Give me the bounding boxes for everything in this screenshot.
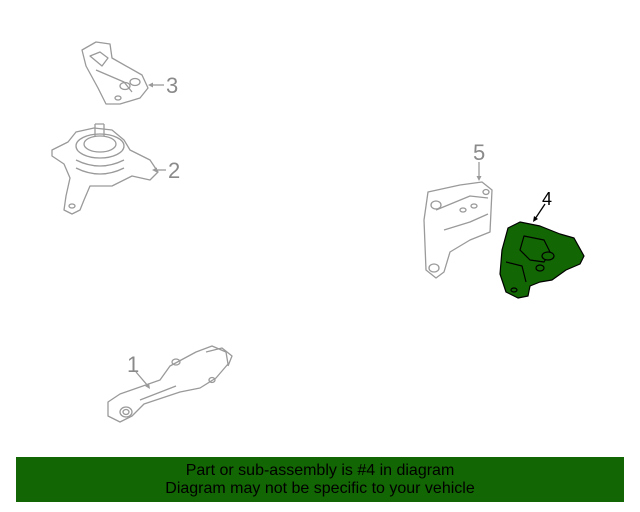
callout-3[interactable]: 3 (166, 73, 179, 98)
part-5-bracket[interactable] (423, 181, 493, 279)
arrow-icon (152, 167, 157, 173)
callout-5[interactable]: 5 (473, 140, 486, 165)
part-1-torque-rod[interactable] (107, 345, 233, 423)
banner-line-disclaimer: Diagram may not be specific to your vehi… (165, 479, 475, 497)
arrow-icon (533, 216, 538, 222)
callout-2[interactable]: 2 (168, 158, 181, 183)
info-banner: Part or sub-assembly is #4 in diagram Di… (16, 457, 624, 502)
arrow-icon (145, 383, 150, 389)
leader-line-4 (534, 203, 546, 220)
part-4-transmission-mount[interactable] (499, 221, 585, 299)
banner-line-part-number: Part or sub-assembly is #4 in diagram (185, 461, 455, 479)
callout-4[interactable]: 4 (542, 189, 553, 209)
part-3-bracket[interactable] (81, 41, 149, 105)
callout-1[interactable]: 1 (127, 352, 140, 377)
arrow-icon (476, 176, 482, 181)
leader-line-1 (135, 371, 149, 387)
arrow-icon (148, 82, 153, 88)
part-2-engine-mount[interactable] (51, 123, 159, 215)
